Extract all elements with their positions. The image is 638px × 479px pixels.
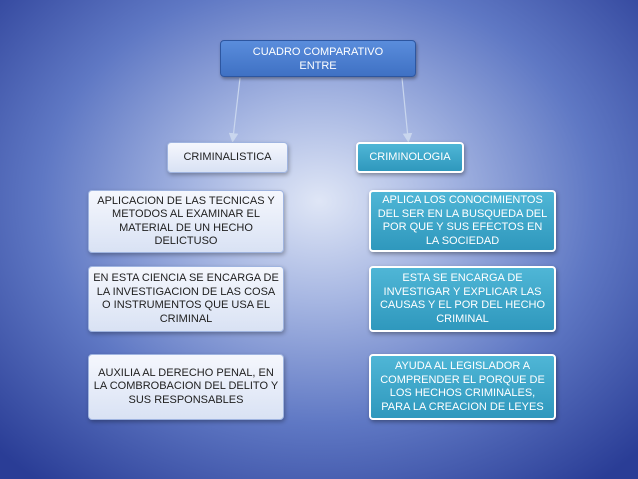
criminalistica-heading: CRIMINALISTICA (167, 142, 288, 173)
connector-right-arrow (401, 77, 413, 143)
criminologia-heading: CRIMINOLOGIA (356, 142, 464, 173)
connector-left-arrow (228, 77, 241, 143)
title-box: CUADRO COMPARATIVO ENTRE (220, 40, 416, 77)
criminologia-item-3: AYUDA AL LEGISLADOR A COMPRENDER EL PORQ… (369, 354, 556, 420)
criminalistica-item-1: APLICACION DE LAS TECNICAS Y METODOS AL … (88, 190, 284, 253)
title-line-2: ENTRE (299, 59, 337, 72)
criminalistica-item-3: AUXILIA AL DERECHO PENAL, EN LA COMBROBA… (88, 354, 284, 420)
title-line-1: CUADRO COMPARATIVO (252, 45, 384, 58)
criminologia-item-1: APLICA LOS CONOCIMIENTOS DEL SER EN LA B… (369, 190, 556, 252)
criminologia-item-2: ESTA SE ENCARGA DE INVESTIGAR Y EXPLICAR… (369, 266, 556, 332)
criminalistica-item-2: EN ESTA CIENCIA SE ENCARGA DE LA INVESTI… (88, 266, 284, 332)
